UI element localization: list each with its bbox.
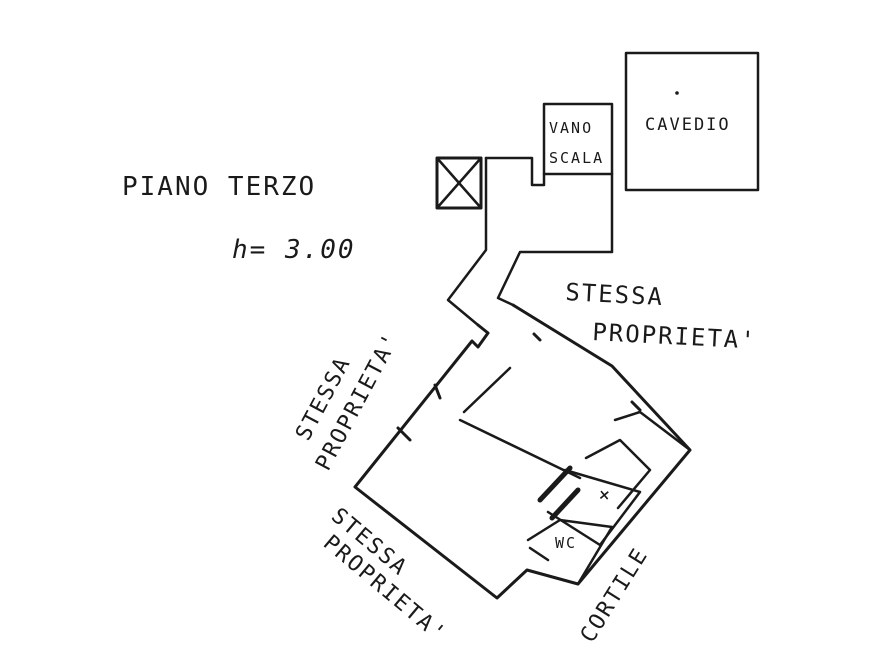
corridor-walls [446, 156, 614, 327]
stair-label-line2: SCALA [549, 149, 604, 167]
elevator-box [435, 156, 483, 210]
neighbor-right-line2: PROPRIETA' [592, 318, 758, 355]
courtyard-label: CORTILE [576, 543, 654, 647]
cavedio-label: CAVEDIO [645, 115, 731, 135]
stair-shaft [542, 102, 614, 176]
cavedio-room [624, 51, 760, 192]
wc-label: WC [555, 534, 577, 552]
apartment-outer-walls [353, 303, 692, 600]
neighbor-right-line1: STESSA [565, 278, 665, 311]
ceiling-height: h= 3.00 [232, 235, 356, 265]
door-marks [396, 332, 642, 521]
interior-partitions [458, 366, 692, 586]
stair-label-line1: VANO [549, 119, 593, 137]
cavedio-dot [675, 91, 679, 95]
floor-title: PIANO TERZO [122, 172, 316, 202]
